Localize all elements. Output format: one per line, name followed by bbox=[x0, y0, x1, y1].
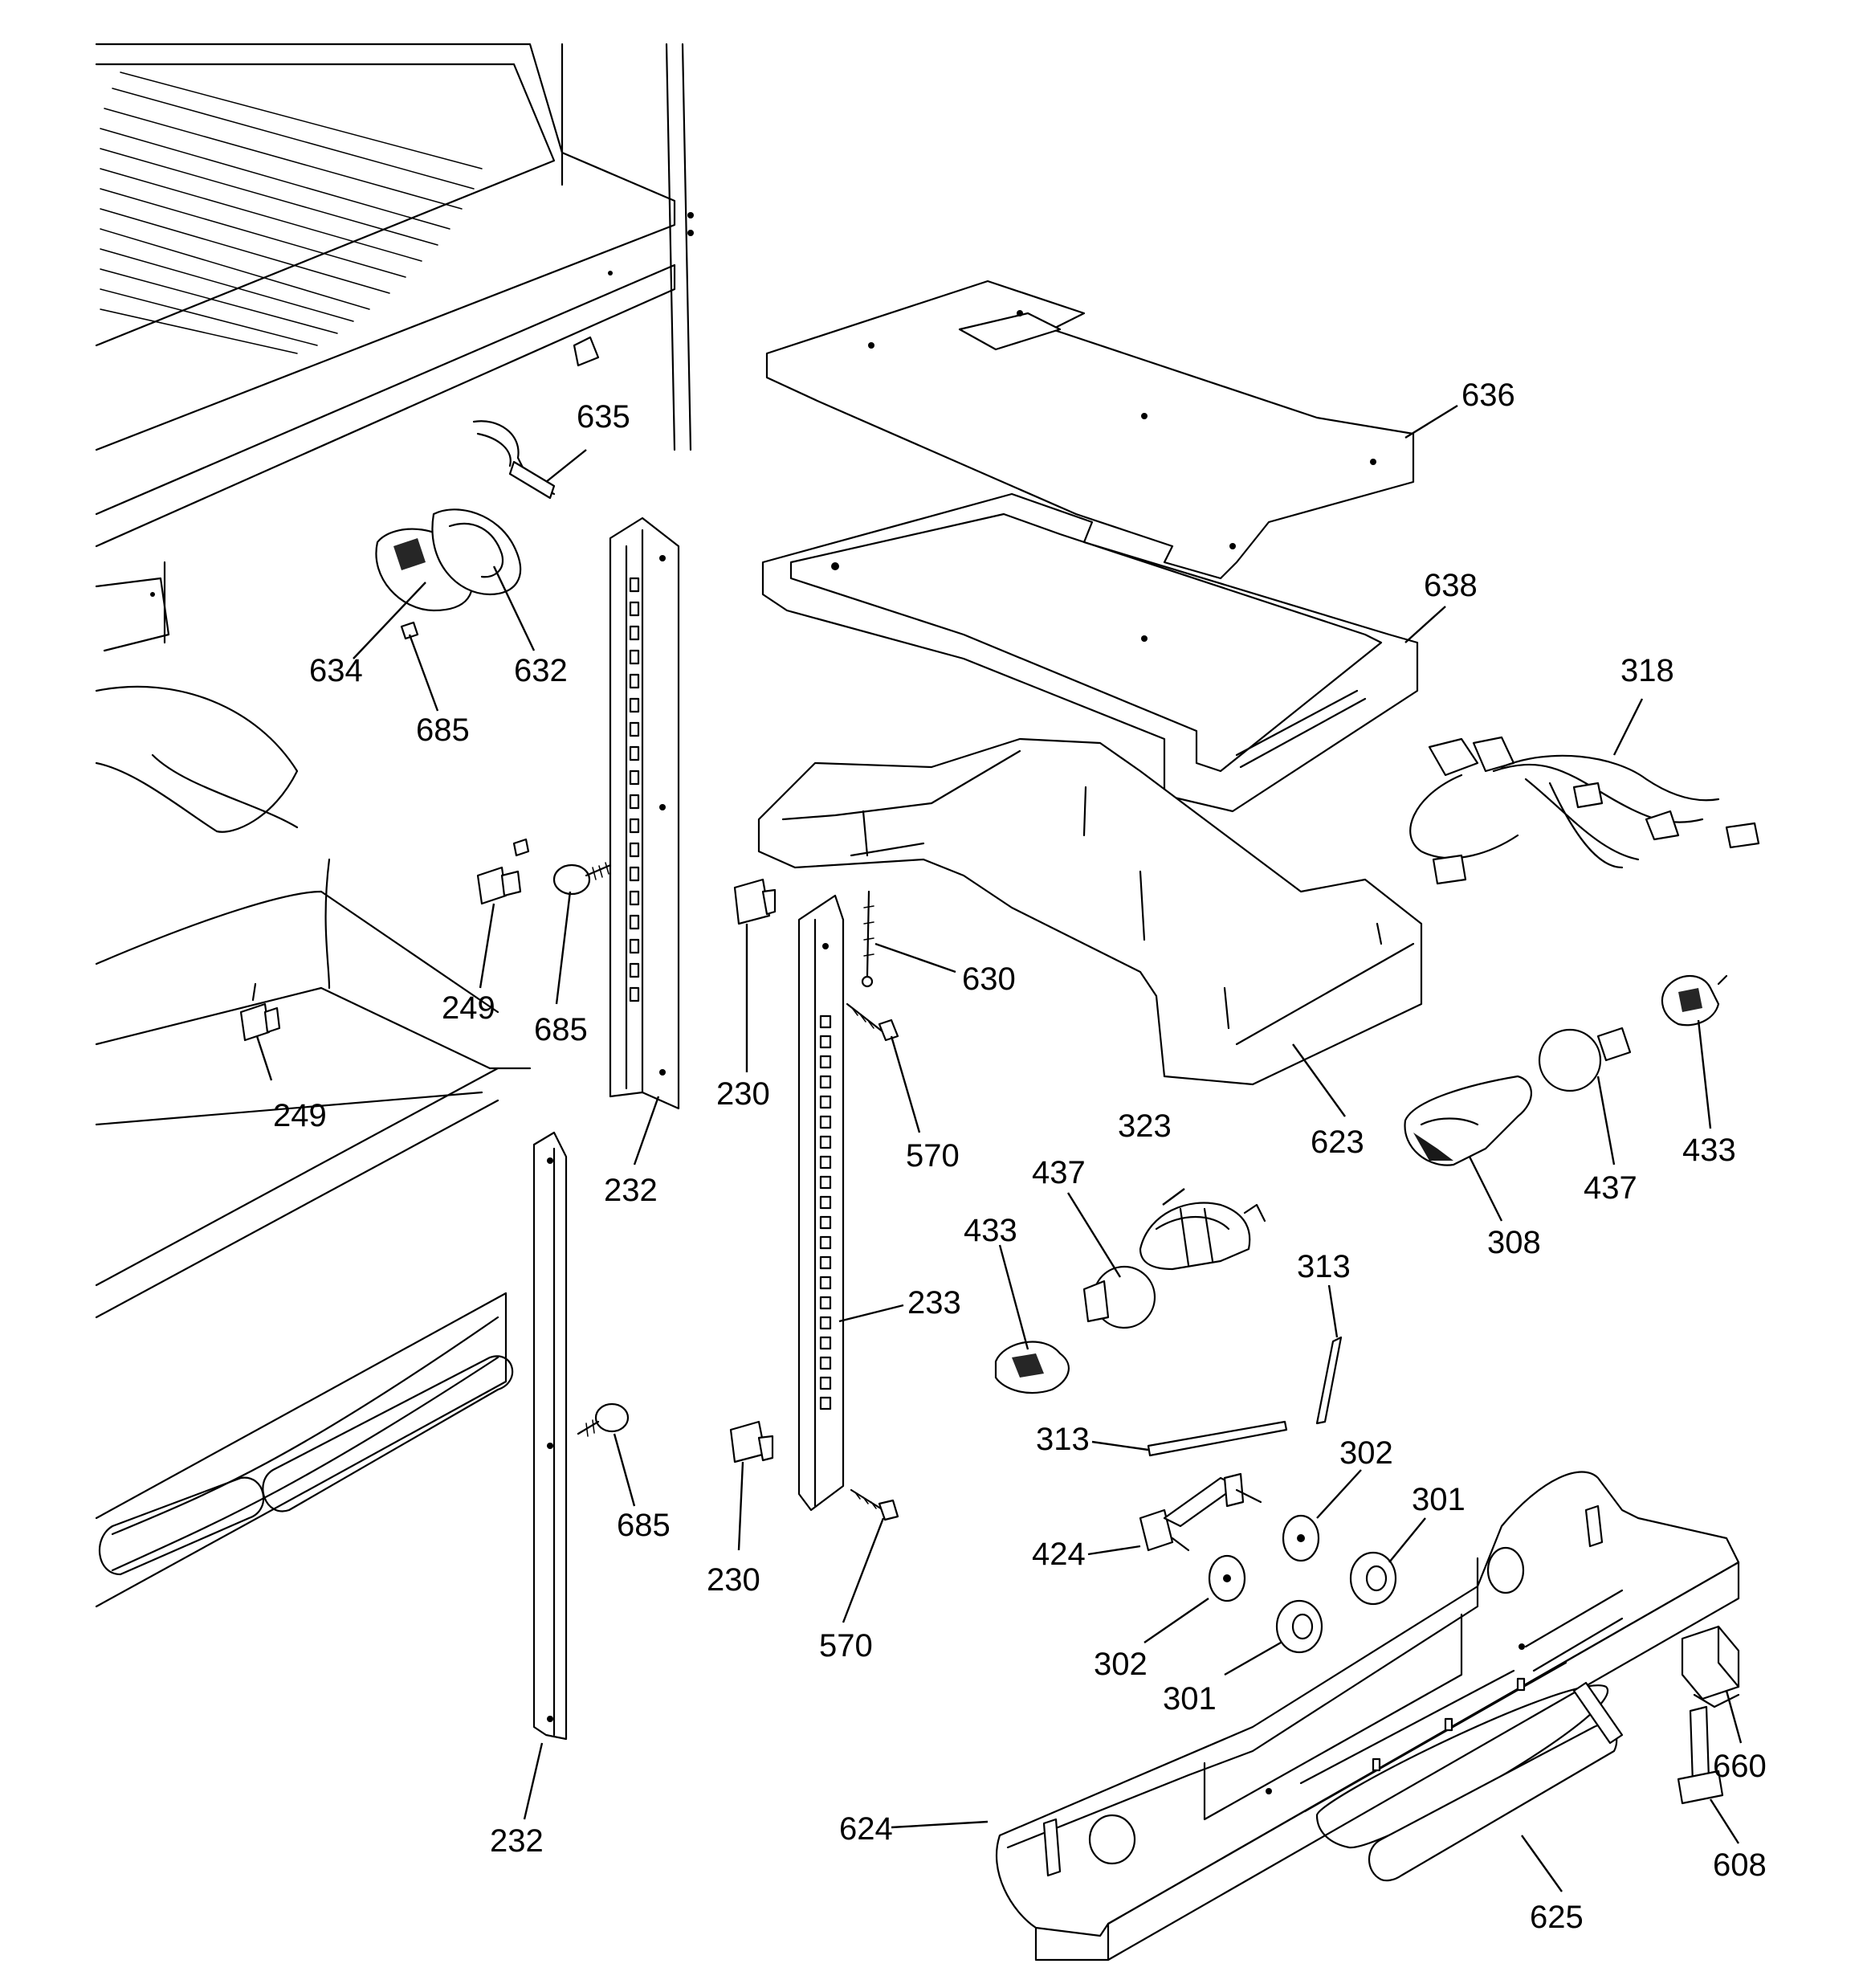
label-437-right: 437 bbox=[1584, 1170, 1637, 1206]
part-685-screw-middle bbox=[552, 862, 616, 896]
label-313-upper: 313 bbox=[1297, 1249, 1351, 1284]
part-625-trim-strip bbox=[1368, 1681, 1624, 1882]
part-318-wire-harness bbox=[1409, 736, 1760, 885]
part-232-rail-lower bbox=[532, 1131, 568, 1741]
label-634: 634 bbox=[309, 653, 363, 688]
part-301-knob-upper bbox=[1349, 1551, 1397, 1606]
label-635: 635 bbox=[577, 399, 630, 435]
part-685-screw-small bbox=[400, 621, 419, 640]
part-249-clip-upper bbox=[476, 838, 530, 905]
label-301-upper: 301 bbox=[1412, 1482, 1466, 1517]
part-232-rail-upper bbox=[609, 516, 680, 1110]
label-624: 624 bbox=[839, 1811, 893, 1847]
label-233: 233 bbox=[907, 1285, 961, 1321]
label-570-upper: 570 bbox=[906, 1138, 960, 1174]
leader-lines bbox=[255, 404, 1743, 1892]
label-630: 630 bbox=[962, 961, 1016, 997]
part-323-light-shield bbox=[1139, 1202, 1266, 1271]
label-638: 638 bbox=[1424, 568, 1478, 603]
part-302-washer-lower bbox=[1208, 1554, 1246, 1602]
label-249-lower: 249 bbox=[273, 1098, 327, 1133]
part-570-screw-upper bbox=[846, 1002, 899, 1042]
part-433-socket-right bbox=[1661, 974, 1728, 1027]
part-230-clip-lower bbox=[729, 1420, 774, 1463]
label-232-lower: 232 bbox=[490, 1823, 544, 1859]
part-608-bolt bbox=[1677, 1705, 1724, 1805]
label-323: 323 bbox=[1118, 1108, 1172, 1144]
part-624-control-housing bbox=[995, 1471, 1740, 1961]
label-625: 625 bbox=[1530, 1900, 1584, 1935]
label-232-upper: 232 bbox=[604, 1173, 658, 1208]
label-636: 636 bbox=[1461, 378, 1515, 413]
part-302-washer-upper bbox=[1282, 1514, 1320, 1562]
label-437-left: 437 bbox=[1032, 1155, 1086, 1190]
label-685-middle: 685 bbox=[534, 1012, 588, 1047]
label-230-upper: 230 bbox=[716, 1076, 770, 1112]
refrigerator-cabinet bbox=[95, 43, 694, 1608]
label-302-upper: 302 bbox=[1339, 1435, 1393, 1471]
label-623: 623 bbox=[1311, 1125, 1364, 1160]
label-230-lower: 230 bbox=[707, 1562, 760, 1598]
part-308-light-shield bbox=[1404, 1075, 1532, 1166]
part-636-top-plate bbox=[765, 280, 1415, 580]
label-685-upper: 685 bbox=[416, 712, 470, 748]
part-623-tray bbox=[757, 737, 1423, 1086]
label-685-lower: 685 bbox=[617, 1508, 671, 1543]
part-313-rod-upper bbox=[1315, 1336, 1343, 1425]
label-249-upper: 249 bbox=[442, 990, 495, 1026]
label-660: 660 bbox=[1713, 1749, 1767, 1784]
rail-slots bbox=[629, 577, 640, 1002]
part-638-foam-frame bbox=[761, 492, 1419, 813]
part-570-screw-lower bbox=[850, 1488, 899, 1521]
part-685-screw-lower bbox=[577, 1402, 630, 1437]
label-433-left: 433 bbox=[964, 1213, 1017, 1248]
label-608: 608 bbox=[1713, 1847, 1767, 1883]
label-570-lower: 570 bbox=[819, 1628, 873, 1663]
shelf-ribs bbox=[100, 71, 483, 354]
label-433-right: 433 bbox=[1682, 1133, 1736, 1168]
label-318: 318 bbox=[1620, 653, 1674, 688]
part-233-rail bbox=[797, 894, 845, 1512]
part-301-knob-lower bbox=[1275, 1599, 1323, 1654]
part-424-switch bbox=[1139, 1472, 1262, 1552]
part-630-screw bbox=[861, 890, 874, 988]
label-301-lower: 301 bbox=[1163, 1681, 1217, 1717]
part-632-light-housing bbox=[431, 508, 522, 596]
label-313-lower: 313 bbox=[1036, 1422, 1090, 1457]
label-302-lower: 302 bbox=[1094, 1647, 1148, 1682]
part-labels: 636 635 638 318 634 632 685 249 685 249 … bbox=[273, 378, 1767, 1935]
rail-slots bbox=[819, 1014, 832, 1410]
part-433-socket-left bbox=[994, 1341, 1070, 1394]
part-660-relay bbox=[1681, 1625, 1740, 1708]
part-313-rod-lower bbox=[1147, 1420, 1288, 1457]
part-230-clip-upper bbox=[733, 878, 777, 925]
part-437-bulb-right bbox=[1538, 1027, 1632, 1092]
label-632: 632 bbox=[514, 653, 568, 688]
label-424: 424 bbox=[1032, 1537, 1086, 1572]
part-635-sensor bbox=[472, 420, 556, 500]
part-249-clip-lower bbox=[239, 982, 281, 1042]
part-437-bulb-left bbox=[1082, 1265, 1156, 1329]
label-308: 308 bbox=[1487, 1225, 1541, 1260]
